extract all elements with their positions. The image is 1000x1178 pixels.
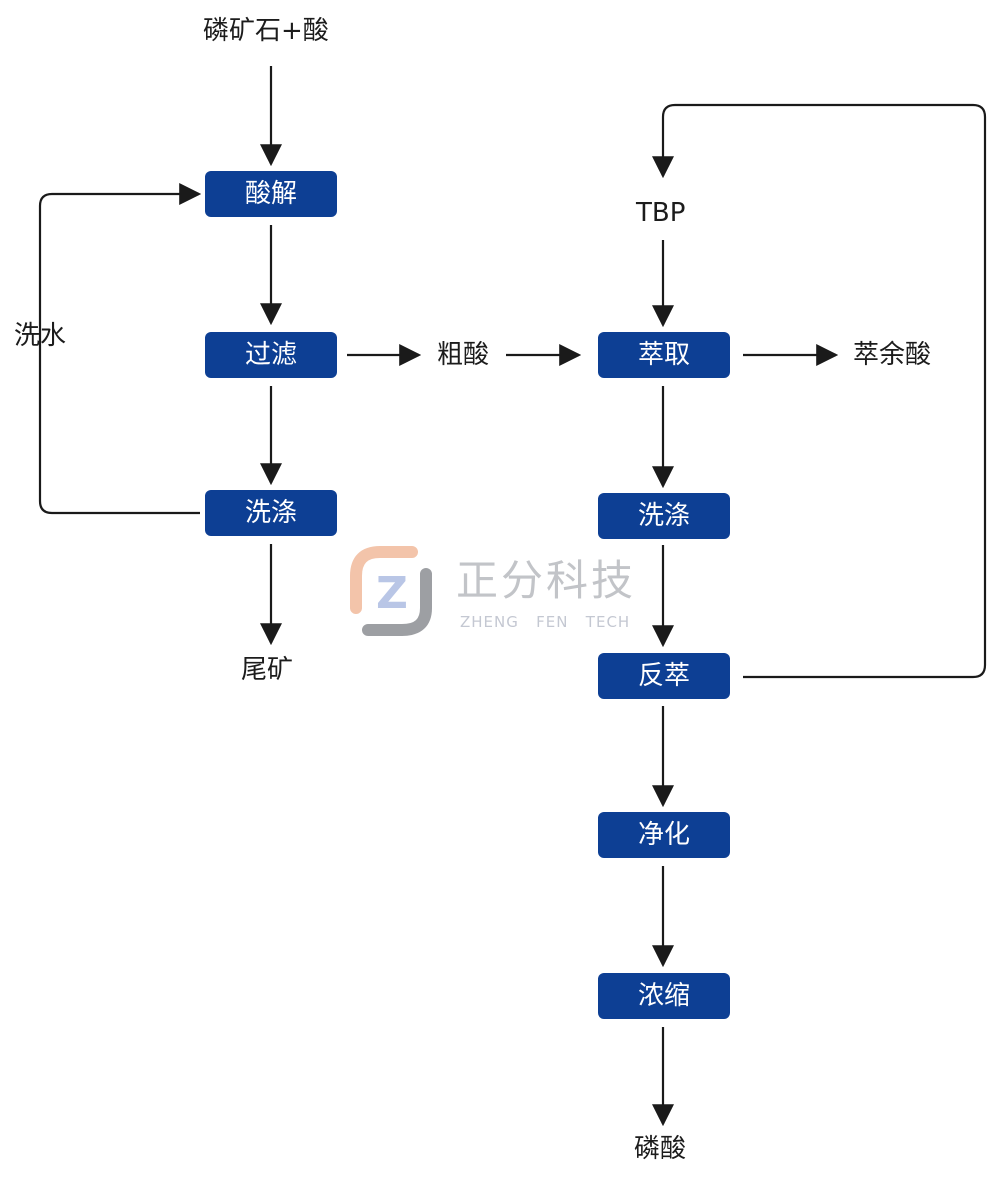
watermark-company-name-en: ZHENG FEN TECH [460, 613, 631, 631]
step-wash-right-box: 洗涤 [598, 493, 730, 539]
step-filter-box: 过滤 [205, 332, 337, 378]
step-acid-leach-box: 酸解 [205, 171, 337, 217]
step-extract-box: 萃取 [598, 332, 730, 378]
raffinate-label: 萃余酸 [853, 340, 932, 370]
crude-acid-label: 粗酸 [437, 340, 490, 370]
tailings-label: 尾矿 [241, 655, 294, 685]
zhengfen-logo: Z [350, 546, 432, 636]
arrow-wash-water-recycle [38, 183, 202, 515]
phosphoric-acid-label: 磷酸 [634, 1134, 687, 1164]
step-strip-box: 反萃 [598, 653, 730, 699]
logo-letter: Z [376, 568, 408, 619]
step-wash-left-box: 洗涤 [205, 490, 337, 536]
arrow-strip-recycle-to-tbp [652, 103, 987, 679]
tbp-label: TBP [636, 198, 686, 228]
step-purify-box: 净化 [598, 812, 730, 858]
watermark-company-name: 正分科技 [456, 556, 637, 605]
wash-water-label: 洗水 [14, 321, 67, 351]
step-concentrate-box: 浓缩 [598, 973, 730, 1019]
input-ore-acid-label: 磷矿石+酸 [203, 16, 329, 46]
